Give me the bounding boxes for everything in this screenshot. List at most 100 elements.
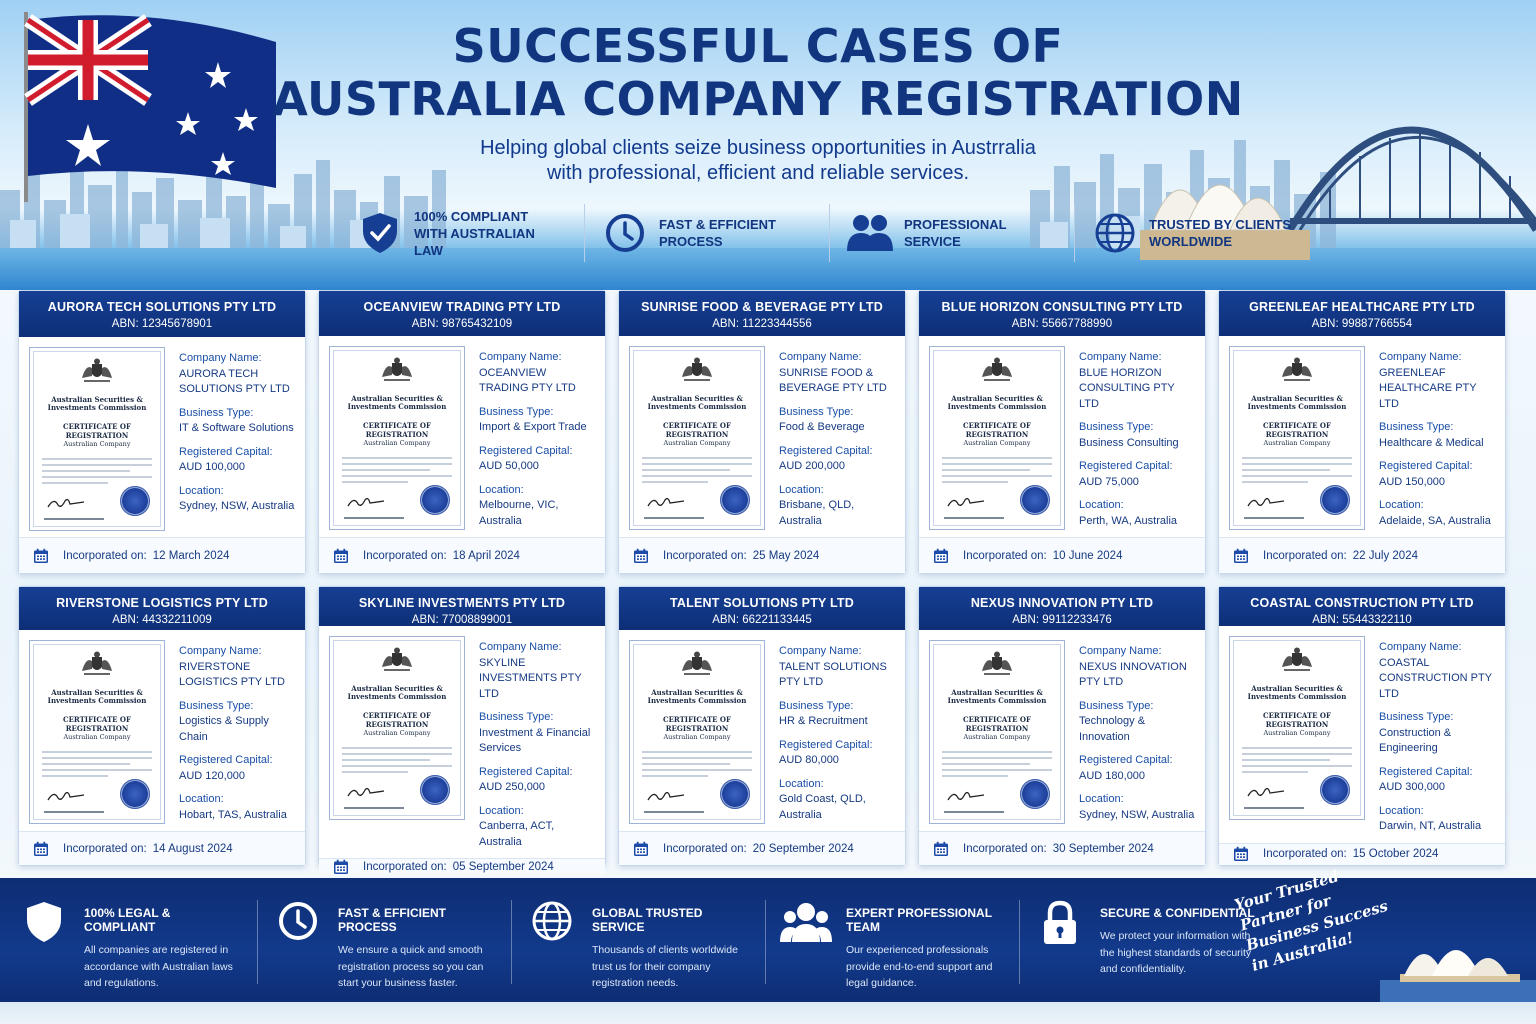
page-title-line-2: AUSTRALIA COMPANY REGISTRATION	[272, 72, 1244, 126]
case-card[interactable]: SKYLINE INVESTMENTS PTY LTD ABN: 7700889…	[318, 586, 606, 875]
business-type-label: Business Type:	[1379, 711, 1454, 723]
card-abn: ABN: 98765432109	[411, 318, 513, 330]
feature-description: All companies are registered in accordan…	[84, 944, 233, 989]
registered-capital-value: AUD 120,000	[179, 769, 246, 782]
official-seal-icon	[120, 486, 150, 516]
registered-capital-value: AUD 180,000	[1079, 769, 1146, 782]
certificate-inner: Australian Securities & Investments Comm…	[333, 350, 461, 527]
incorporated-label: Incorporated on:	[363, 861, 447, 873]
card-abn: ABN: 44332211009	[112, 614, 212, 626]
case-card[interactable]: TALENT SOLUTIONS PTY LTD ABN: 6622113344…	[618, 586, 906, 866]
card-company-title: BLUE HORIZON CONSULTING PTY LTD	[941, 300, 1183, 314]
business-type-value: Technology & Innovation	[1079, 715, 1146, 743]
official-seal-icon	[1020, 779, 1050, 810]
card-header: TALENT SOLUTIONS PTY LTD ABN: 6622113344…	[619, 587, 905, 631]
case-card[interactable]: SUNRISE FOOD & BEVERAGE PTY LTD ABN: 112…	[618, 290, 906, 574]
certificate-image: Australian Securities & Investments Comm…	[929, 640, 1065, 825]
incorporated-date: 30 September 2024	[1052, 842, 1154, 855]
location-label: Location:	[179, 484, 224, 497]
case-card[interactable]: BLUE HORIZON CONSULTING PTY LTD ABN: 556…	[918, 290, 1206, 574]
case-card[interactable]: OCEANVIEW TRADING PTY LTD ABN: 987654321…	[318, 290, 606, 574]
registered-capital-label: Registered Capital:	[479, 444, 573, 457]
feature-description: Thousands of clients worldwide trust us …	[592, 944, 738, 989]
card-header: GREENLEAF HEALTHCARE PTY LTD ABN: 998877…	[1219, 291, 1505, 337]
company-name-label: Company Name:	[779, 645, 862, 658]
certificate-subtitle: Australian Company	[1263, 439, 1331, 448]
official-seal-icon	[720, 485, 750, 516]
certificate-title: CERTIFICATE OF REGISTRATION	[663, 421, 731, 440]
incorporated-label: Incorporated on:	[963, 549, 1047, 562]
certificate-subtitle: Australian Company	[363, 439, 431, 448]
location-label: Location:	[179, 793, 224, 806]
certificate-text-lines	[942, 457, 1052, 484]
certificate-text-lines	[42, 458, 152, 484]
business-type-value: Logistics & Supply Chain	[179, 715, 269, 743]
case-cards-grid: AURORA TECH SOLUTIONS PTY LTD ABN: 12345…	[18, 290, 1520, 875]
business-type-value: IT & Software Solutions	[179, 422, 294, 434]
registered-capital-label: Registered Capital:	[179, 445, 273, 458]
company-name-value: BLUE HORIZON CONSULTING PTY LTD	[1079, 366, 1175, 410]
incorporated-label: Incorporated on:	[663, 842, 747, 855]
clock-icon	[274, 900, 322, 952]
registered-capital-label: Registered Capital:	[479, 765, 573, 778]
card-footer: Incorporated on: 18 April 2024	[319, 537, 605, 573]
feature-title: SECURE & CONFIDENTIAL	[1100, 906, 1255, 920]
certificate-inner: Australian Securities & Investments Comm…	[333, 640, 461, 816]
certificate-title: CERTIFICATE OF REGISTRATION	[963, 421, 1031, 440]
card-body: Australian Securities & Investments Comm…	[619, 336, 905, 537]
company-name-label: Company Name:	[1379, 351, 1462, 364]
feature-item: 100% LEGAL & COMPLIANT All companies are…	[20, 900, 258, 989]
case-card[interactable]: COASTAL CONSTRUCTION PTY LTD ABN: 554433…	[1218, 586, 1506, 866]
certificate-footer-line	[344, 807, 404, 809]
company-name-value: RIVERSTONE LOGISTICS PTY LTD	[179, 660, 285, 689]
case-card[interactable]: NEXUS INNOVATION PTY LTD ABN: 9911223347…	[918, 586, 1206, 866]
signature-icon	[1247, 787, 1285, 797]
coat-of-arms-icon	[382, 647, 412, 671]
card-footer: Incorporated on: 05 September 2024	[319, 858, 605, 875]
card-footer: Incorporated on: 15 October 2024	[1219, 842, 1505, 865]
official-seal-icon	[1320, 775, 1350, 805]
people-icon	[847, 212, 893, 254]
card-header: COASTAL CONSTRUCTION PTY LTD ABN: 554433…	[1219, 587, 1505, 626]
card-company-title: COASTAL CONSTRUCTION PTY LTD	[1250, 596, 1474, 610]
opera-house-bridge-illustration	[1140, 126, 1536, 260]
registered-capital-value: AUD 250,000	[479, 781, 546, 793]
company-name-label: Company Name:	[179, 645, 262, 658]
highlight-item: PROFESSIONAL SERVICE	[830, 204, 1075, 262]
globe-icon	[528, 900, 576, 952]
case-card[interactable]: AURORA TECH SOLUTIONS PTY LTD ABN: 12345…	[18, 290, 306, 574]
business-type-value: Construction & Engineering	[1379, 726, 1452, 755]
case-card[interactable]: GREENLEAF HEALTHCARE PTY LTD ABN: 998877…	[1218, 290, 1506, 574]
card-company-title: RIVERSTONE LOGISTICS PTY LTD	[56, 596, 268, 610]
case-card[interactable]: RIVERSTONE LOGISTICS PTY LTD ABN: 443322…	[18, 586, 306, 866]
company-name-label: Company Name:	[1079, 645, 1162, 658]
business-type-label: Business Type:	[479, 711, 554, 723]
card-abn: ABN: 77008899001	[411, 614, 513, 626]
card-company-title: SKYLINE INVESTMENTS PTY LTD	[358, 596, 566, 610]
card-abn: ABN: 11223344556	[712, 318, 812, 330]
card-abn: ABN: 99112233476	[1012, 614, 1112, 626]
location-value: Sydney, NSW, Australia	[179, 500, 295, 512]
company-name-value: SUNRISE FOOD & BEVERAGE PTY LTD	[779, 366, 887, 395]
signature-icon	[347, 787, 385, 797]
certificate-inner: Australian Securities & Investments Comm…	[1233, 350, 1361, 527]
signature-icon	[647, 498, 685, 507]
feature-item: GLOBAL TRUSTED SERVICE Thousands of clie…	[528, 900, 766, 989]
certificate-subtitle: Australian Company	[363, 729, 431, 737]
certificate-image: Australian Securities & Investments Comm…	[1229, 346, 1365, 531]
registered-capital-label: Registered Capital:	[779, 444, 873, 457]
registered-capital-label: Registered Capital:	[1079, 460, 1173, 473]
highlights-strip: 100% COMPLIANT WITH AUSTRALIAN LAW FAST …	[340, 204, 1291, 262]
certificate-inner: Australian Securities & Investments Comm…	[933, 350, 1061, 527]
registered-capital-label: Registered Capital:	[779, 738, 873, 751]
certificate-subtitle: Australian Company	[63, 440, 131, 448]
card-footer: Incorporated on: 14 August 2024	[19, 831, 305, 865]
certificate-footer-line	[944, 811, 1004, 814]
coat-of-arms-icon	[1282, 357, 1312, 382]
incorporated-label: Incorporated on:	[63, 549, 147, 562]
calendar-icon	[34, 841, 48, 856]
card-abn: ABN: 99887766554	[1311, 318, 1413, 330]
certificate-footer-line	[1244, 807, 1304, 809]
official-seal-icon	[420, 775, 450, 805]
opera-house-icon	[1380, 950, 1536, 1002]
